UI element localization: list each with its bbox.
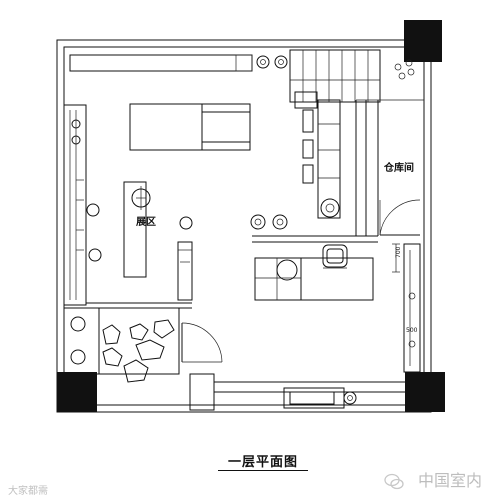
- storage-partition: [355, 99, 424, 236]
- bottom-counter: [283, 387, 357, 409]
- showroom-stand: [123, 181, 151, 278]
- watermark-small: 大家都需: [8, 486, 48, 497]
- plan-title: 一层平面图: [227, 455, 298, 470]
- dimension-700: [392, 243, 400, 273]
- label-storage: 仓库间: [383, 161, 414, 174]
- stool: [179, 216, 193, 230]
- column-top-right: [404, 20, 442, 62]
- door-swing-storage: [379, 199, 421, 236]
- door-swing-left: [181, 322, 223, 363]
- stool: [86, 203, 100, 217]
- label-showroom: 展区: [136, 216, 156, 228]
- reception-counter: [254, 257, 374, 301]
- column-bottom-right: [405, 372, 445, 412]
- top-counter: [69, 54, 253, 72]
- staircase: [289, 49, 381, 109]
- dimension-label: 500: [406, 327, 418, 334]
- wechat-icon: [384, 473, 404, 490]
- title-underline: [218, 470, 308, 471]
- right-shelving: [403, 243, 421, 373]
- vertical-rack: [302, 99, 341, 219]
- lounge-area: [63, 307, 180, 383]
- pillar: [177, 241, 193, 301]
- display-table: [129, 103, 251, 151]
- office-chair: [322, 244, 348, 269]
- dimension-700-label: 700: [395, 246, 402, 258]
- column-bottom-left: [57, 372, 97, 412]
- left-shelving: [63, 104, 87, 306]
- stool: [88, 248, 102, 262]
- outer-walls: [56, 20, 445, 413]
- watermark-text: 中国室内: [417, 471, 482, 490]
